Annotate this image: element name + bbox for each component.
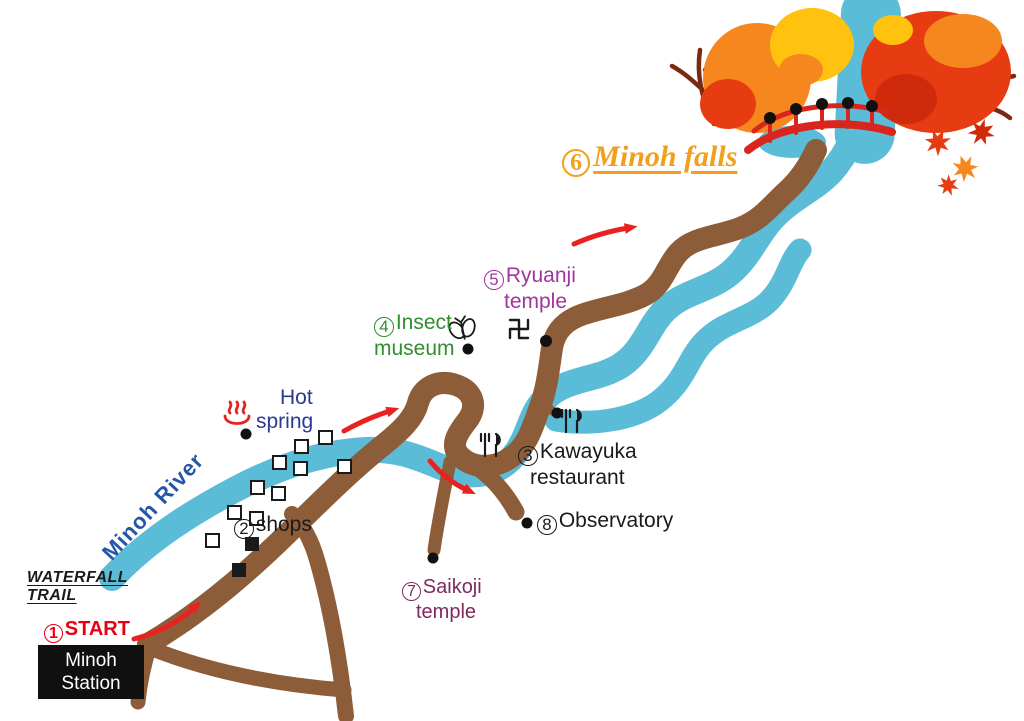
shop-building-marker <box>227 505 242 520</box>
bridge-knob <box>790 103 802 115</box>
ryuanji-line1: Ryuanji <box>505 264 576 287</box>
minoh-river-main <box>99 9 877 591</box>
ryuanji-line2: temple <box>504 290 568 313</box>
tree-foliage-darkred <box>875 74 937 124</box>
observatory-branch <box>453 449 525 521</box>
location-dot-kawayuka <box>551 407 563 419</box>
location-dot-ryuanji <box>540 335 552 347</box>
circled-number-6: 6 <box>562 148 591 177</box>
route-arrow-hot-spring <box>341 406 400 434</box>
route-arrow-start <box>131 601 202 642</box>
kawayuka-spur <box>531 395 559 417</box>
circled-number-5: 5 <box>484 270 504 290</box>
bridge-knob <box>816 98 828 110</box>
manji-temple-icon <box>508 318 530 340</box>
location-dot-hot-spring <box>240 428 252 440</box>
shop-building-marker-filled <box>232 563 246 577</box>
shop-building-marker <box>337 459 352 474</box>
fork-knife-icon <box>479 432 501 458</box>
circled-number-4: 4 <box>374 317 394 337</box>
waterfall-trail-title: WATERFALL TRAIL <box>27 569 128 605</box>
shop-building-marker <box>249 511 264 526</box>
hot-spring-icon <box>223 400 251 425</box>
waterfall-trail-line2: TRAIL <box>27 587 77 605</box>
bridge-knob <box>866 100 878 112</box>
bridge-knob <box>764 112 776 124</box>
route-arrow-observatory <box>427 458 476 495</box>
waterfall-trail-line1: WATERFALL <box>27 569 129 586</box>
minoh-falls-text: Minoh falls <box>593 140 738 173</box>
saikoji-branch <box>427 455 457 557</box>
tree-foliage-yellow <box>873 15 913 45</box>
station-line2: Station <box>61 672 121 694</box>
circled-number-8: 8 <box>537 515 557 535</box>
shop-building-marker <box>293 461 308 476</box>
location-dot-saikoji <box>427 552 439 564</box>
kawayuka-line1: Kawayuka <box>539 440 637 463</box>
shop-building-marker <box>205 533 220 548</box>
station-line1: Minoh <box>65 649 117 671</box>
hot-spring-line2: spring <box>256 409 314 433</box>
route-arrow-falls <box>571 223 638 247</box>
tree-foliage-orange <box>779 54 823 86</box>
station-road-diagonal <box>142 640 352 698</box>
circled-number-2: 2 <box>234 519 254 539</box>
circled-number-1: 1 <box>44 624 63 643</box>
maple-leaf-icon <box>948 151 982 185</box>
circled-number-3: 3 <box>518 446 538 466</box>
maple-leaf-icon <box>933 170 963 200</box>
tree-foliage-red <box>700 79 756 129</box>
observatory-text: Observatory <box>558 509 674 532</box>
insect-line2: museum <box>374 337 455 360</box>
shop-building-marker <box>318 430 333 445</box>
shop-building-marker-filled <box>245 537 259 551</box>
bridge-deck <box>744 120 896 154</box>
circled-number-7: 7 <box>402 582 421 601</box>
minoh-station-box: Minoh Station <box>38 645 144 699</box>
fork-knife-icon <box>560 408 582 434</box>
location-dot-observatory <box>521 517 533 529</box>
location-dot-insect-museum <box>462 343 474 355</box>
bridge-knob <box>842 97 854 109</box>
hot-spring-line1: Hot <box>280 386 313 409</box>
start-text: START <box>64 618 130 640</box>
insect-line1: Insect <box>395 311 452 334</box>
saikoji-line2: temple <box>416 600 477 623</box>
butterfly-icon <box>448 315 476 340</box>
hot-spring-label: Hot spring <box>256 386 313 434</box>
shops-text: shops <box>255 513 312 536</box>
kawayuka-line2: restaurant <box>530 466 625 489</box>
tree-branch-left <box>669 63 706 93</box>
tree-foliage-orange <box>924 14 1002 68</box>
minoh-river-loop <box>544 238 812 434</box>
saikoji-line1: Saikoji <box>422 576 482 598</box>
waterfall-trail-path <box>137 139 827 655</box>
shop-building-marker <box>294 439 309 454</box>
shop-building-marker <box>272 455 287 470</box>
shop-building-marker <box>271 486 286 501</box>
shop-building-marker <box>250 480 265 495</box>
